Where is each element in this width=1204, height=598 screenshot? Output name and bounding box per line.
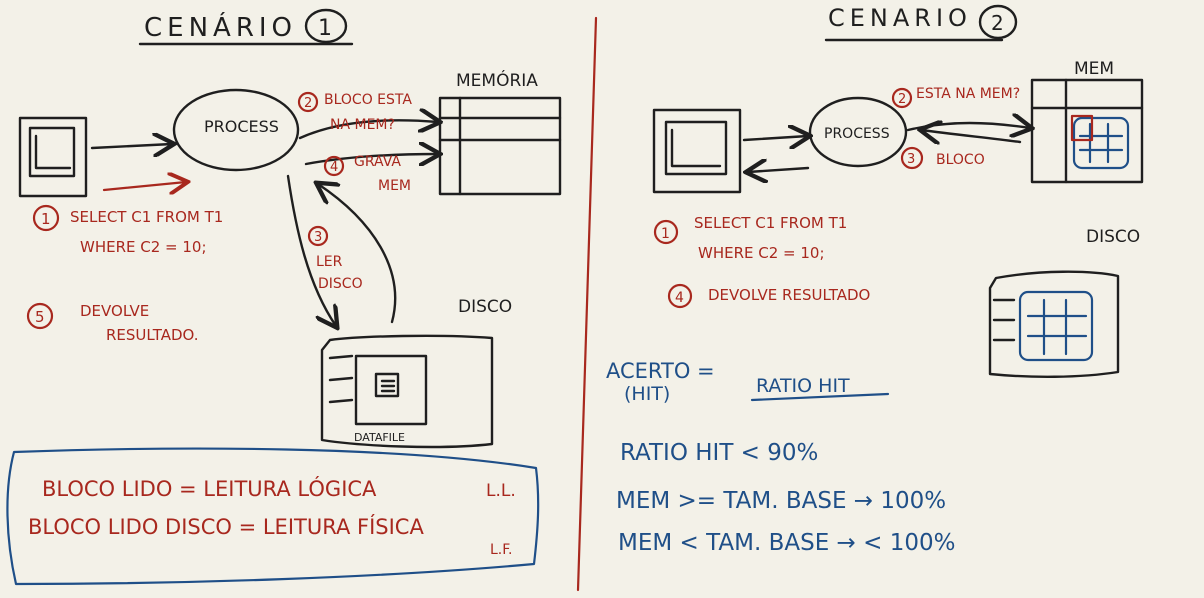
step-3-circle	[307, 225, 329, 247]
scenario-2-title: CENARIO	[828, 4, 972, 32]
s2-step-4-number: 4	[675, 290, 684, 306]
s2-step-1-circle	[653, 219, 679, 245]
center-divider	[576, 16, 598, 592]
hit-ratio-rule-2: MEM >= TAM. BASE → 100%	[616, 488, 946, 514]
definitions-box	[6, 447, 540, 586]
scenario-2-number-circle	[978, 4, 1018, 40]
step-1-number: 1	[41, 210, 51, 228]
process-1-bubble	[172, 88, 300, 172]
step-2-line-1: BLOCO ESTA	[324, 92, 412, 108]
s2-step-1-number: 1	[661, 226, 670, 242]
step-1-line-1: SELECT C1 FROM T1	[70, 208, 223, 226]
s2-step-4-circle	[667, 283, 693, 309]
disk-1-drawing	[320, 334, 494, 449]
s2-step-2-text: ESTA NA MEM?	[916, 86, 1020, 102]
arrow-process-to-mem-2	[906, 123, 1030, 130]
datafile-label: DATAFILE	[354, 431, 405, 444]
hit-ratio-underline	[750, 392, 890, 402]
hit-ratio-rule-1: RATIO HIT < 90%	[620, 440, 818, 466]
step-5-circle	[26, 302, 54, 330]
arrow-process-to-memory-check	[298, 120, 438, 140]
step-4-circle	[323, 155, 345, 177]
memory-block-1	[438, 96, 562, 196]
s2-step-3-text: BLOCO	[936, 152, 985, 168]
s2-step-2-number: 2	[898, 92, 906, 107]
definition-physical-read: BLOCO LIDO DISCO = LEITURA FÍSICA	[28, 514, 424, 539]
arrow-process-to-client-2	[748, 168, 810, 172]
scenario-1: CENÁRIO 1 PROCESS MEMÓRIA 2 BLOCO ESTA N…	[6, 8, 562, 586]
step-4-line-1: GRAVA	[354, 154, 401, 170]
step-3-number: 3	[314, 230, 322, 245]
arrow-client-to-process-1	[90, 144, 172, 148]
process-2-label: PROCESS	[824, 126, 890, 142]
step-2-line-2: NA MEM?	[330, 117, 395, 133]
scenario-1-number-circle	[304, 8, 348, 44]
step-5-line-2: RESULTADO.	[106, 326, 198, 344]
arrow-mem-to-process-2	[922, 130, 1022, 142]
step-5-line-1: DEVOLVE	[80, 302, 149, 320]
step-4-line-2: MEM	[378, 178, 411, 194]
process-2-bubble	[808, 96, 908, 168]
hit-ratio-rule-3: MEM < TAM. BASE → < 100%	[618, 530, 955, 556]
disk-2-label: DISCO	[1086, 227, 1140, 247]
client-computer-2-icon	[652, 108, 742, 194]
arrow-client-to-process-2	[742, 136, 808, 140]
step-2-number: 2	[304, 96, 312, 111]
definition-logical-read-abbr: L.L.	[486, 481, 516, 501]
hit-ratio-hit: RATIO HIT	[756, 375, 850, 397]
step-3-line-1: LER	[316, 254, 343, 270]
scenario-1-title: CENÁRIO	[144, 11, 297, 43]
memory-label: MEMÓRIA	[456, 69, 538, 91]
scenario-2-number: 2	[991, 11, 1004, 35]
arrow-process-to-disk	[286, 174, 336, 326]
arrow-disk-to-process	[318, 184, 397, 324]
step-3-line-2: DISCO	[318, 276, 363, 292]
definition-logical-read: BLOCO LIDO = LEITURA LÓGICA	[42, 476, 377, 501]
step-5-number: 5	[35, 308, 45, 326]
hit-acerto: ACERTO =	[606, 359, 715, 383]
s2-step-2-circle	[891, 87, 913, 109]
s2-step-4-text: DEVOLVE RESULTADO	[708, 286, 870, 304]
arrow-process-to-memory-write	[304, 154, 438, 164]
step-2-circle	[297, 91, 319, 113]
step-1-circle	[32, 204, 60, 232]
hit-hit: (HIT)	[624, 383, 670, 405]
disk-2-drawing	[988, 270, 1120, 378]
process-1-label: PROCESS	[204, 117, 279, 136]
step-4-number: 4	[330, 160, 338, 175]
client-computer-1-icon	[18, 116, 88, 198]
scenario-2: CENARIO 2 PROCESS MEM 2 ESTA NA MEM?	[606, 4, 1144, 556]
mem-2-label: MEM	[1074, 59, 1114, 79]
scenario-1-number: 1	[318, 16, 332, 41]
s2-step-3-number: 3	[907, 152, 915, 167]
s2-step-1-line-1: SELECT C1 FROM T1	[694, 214, 847, 232]
definition-physical-read-abbr: L.F.	[490, 542, 513, 558]
step-1-line-2: WHERE C2 = 10;	[80, 238, 207, 256]
step-1-underline-stroke	[102, 182, 186, 190]
memory-block-2	[1030, 78, 1144, 184]
disk-1-label: DISCO	[458, 297, 512, 317]
s2-step-3-circle	[900, 146, 924, 170]
s2-step-1-line-2: WHERE C2 = 10;	[698, 244, 825, 262]
